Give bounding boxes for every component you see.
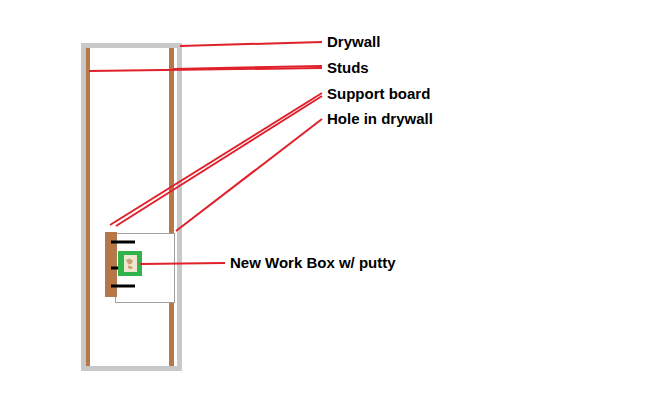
callout-label: Support board (327, 85, 430, 103)
leader-lines (89, 42, 322, 264)
callout-label: Studs (327, 59, 369, 77)
putty (124, 255, 137, 272)
callout-label: New Work Box w/ putty (230, 254, 396, 272)
work-box (118, 251, 142, 276)
putty-texture (126, 259, 133, 269)
drywall-outline (84, 46, 180, 369)
stud (169, 48, 174, 366)
callout-label: Drywall (327, 33, 380, 51)
drywall-hole (116, 234, 175, 303)
stud (86, 48, 90, 366)
callout-label: Hole in drywall (327, 110, 433, 128)
